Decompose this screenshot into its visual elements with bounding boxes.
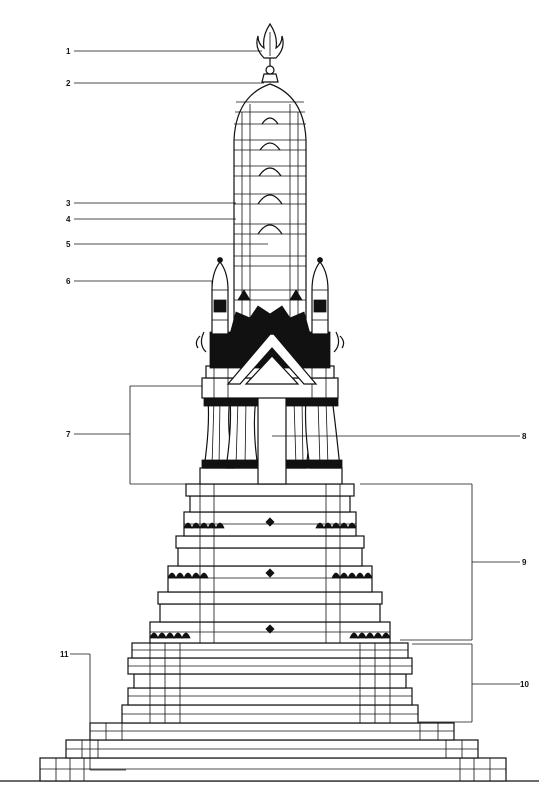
prang-tower — [229, 83, 311, 335]
label-8: 8 — [522, 432, 527, 441]
label-7: 7 — [66, 430, 71, 439]
label-9: 9 — [522, 558, 527, 567]
pavilion-roof — [195, 331, 345, 385]
lower-plinth — [121, 642, 419, 724]
stepped-terraces — [149, 483, 391, 644]
labels: 1 2 3 4 5 6 7 8 9 10 11 — [60, 47, 529, 689]
label-2: 2 — [66, 79, 71, 88]
label-10: 10 — [520, 680, 529, 689]
label-6: 6 — [66, 277, 71, 286]
spire-finial — [256, 22, 284, 83]
doorway — [257, 389, 287, 485]
label-3: 3 — [66, 199, 71, 208]
leader-lines — [70, 50, 520, 771]
base-platform — [39, 722, 507, 782]
corner-spires — [211, 257, 329, 335]
label-1: 1 — [66, 47, 71, 56]
label-5: 5 — [66, 240, 71, 249]
label-4: 4 — [66, 215, 71, 224]
label-11: 11 — [60, 650, 69, 659]
